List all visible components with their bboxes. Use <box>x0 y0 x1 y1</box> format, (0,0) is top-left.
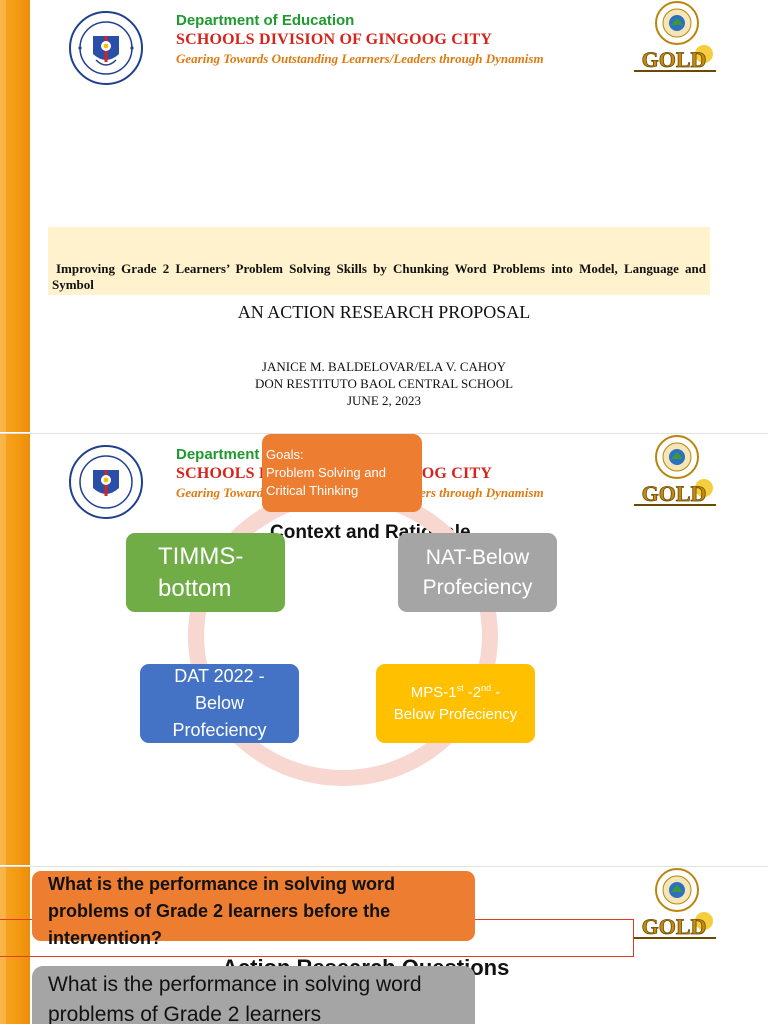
title-box: Improving Grade 2 Learners’ Problem Solv… <box>48 227 710 295</box>
division-name: SCHOOLS DIVISION OF GINGOOG CITY <box>176 31 493 48</box>
dat-label: DAT 2022 - Below Profeciency <box>172 666 267 740</box>
division-seal-icon <box>655 435 699 479</box>
goals-body: Problem Solving and Critical Thinking <box>266 465 386 498</box>
mps-label-line2: Below Profeciency <box>393 705 518 723</box>
goals-heading: Goals: <box>266 447 304 462</box>
timms-label: TIMMS-bottom <box>158 542 244 602</box>
school-name: DON RESTITUTO BAOL CENTRAL SCHOOL <box>254 376 514 391</box>
svg-text:GOLD: GOLD <box>642 47 707 72</box>
research-title: Improving Grade 2 Learners’ Problem Solv… <box>52 261 706 292</box>
orange-side-bar <box>0 867 30 1024</box>
node-mps: MPS-1st -2nd - Below Profeciency <box>376 664 535 743</box>
date: JUNE 2, 2023 <box>346 393 422 408</box>
header-text: Department of Education SCHOOLS DIVISION… <box>176 12 544 68</box>
node-nat: NAT-Below Profeciency <box>398 533 557 612</box>
department-name: Department of Education <box>176 12 355 29</box>
svg-text:GOLD: GOLD <box>642 481 707 506</box>
division-seal-icon <box>655 868 699 912</box>
svg-text:GOLD: GOLD <box>642 914 707 939</box>
gingoog-gold-logo: GOLD <box>634 912 716 939</box>
orange-side-bar <box>0 0 30 432</box>
mps-sup-2: nd <box>481 682 492 693</box>
node-timms: TIMMS-bottom <box>126 533 285 612</box>
node-goals: Goals: Problem Solving and Critical Thin… <box>262 434 422 512</box>
question-1: What is the performance in solving word … <box>32 871 475 948</box>
deped-seal-icon <box>69 11 143 85</box>
deped-seal-icon <box>69 445 143 519</box>
gingoog-gold-logo: GOLD <box>634 45 716 72</box>
mps-text-1: MPS-1 <box>410 683 457 701</box>
nat-label: NAT-Below Profeciency <box>422 545 533 599</box>
question-2: What is the performance in solving word … <box>32 966 475 1024</box>
division-seal-icon <box>655 1 699 45</box>
mps-label-line1: MPS-1st -2nd - <box>411 682 501 704</box>
mps-text-3: - <box>491 683 501 701</box>
authors: JANICE M. BALDELOVAR/ELA V. CAHOY <box>261 359 507 374</box>
proposal-label: AN ACTION RESEARCH PROPOSAL <box>237 302 531 322</box>
slide-title: Department of Education SCHOOLS DIVISION… <box>0 0 768 432</box>
mps-sup-1: st <box>456 682 464 693</box>
slide-context: Department of Education SCHOOLS DIVISION… <box>0 433 768 865</box>
slide-questions: GOLD Action Research Questions What is t… <box>0 866 768 1024</box>
node-dat: DAT 2022 - Below Profeciency <box>140 664 299 743</box>
orange-side-bar <box>0 434 30 865</box>
mps-text-2: -2 <box>463 683 482 701</box>
gingoog-gold-logo: GOLD <box>634 479 716 506</box>
division-tagline: Gearing Towards Outstanding Learners/Lea… <box>176 51 544 66</box>
authors-block: JANICE M. BALDELOVAR/ELA V. CAHOY DON RE… <box>0 358 768 409</box>
